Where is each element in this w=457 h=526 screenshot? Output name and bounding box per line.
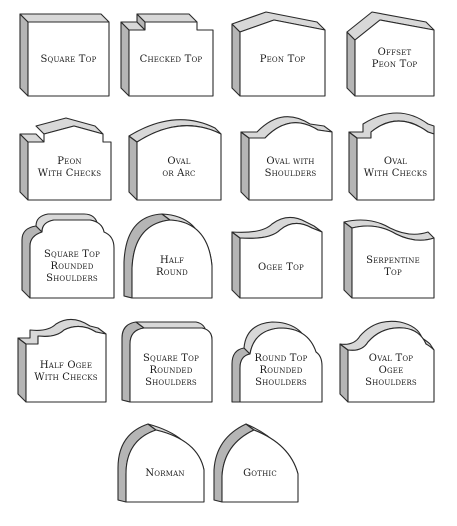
label-line: Ogee Top [258,262,304,273]
label-offset-peon-top: Offset Peon Top [355,47,434,71]
label-line: Oval [167,156,191,167]
label-line: With Checks [37,168,102,179]
label-line: Rounded [259,365,303,376]
label-line: Square Top [43,249,100,260]
label-line: Gothic [243,468,277,479]
label-line: Ogee [378,365,404,376]
label-line: Shoulders [46,273,98,284]
label-line: Peon Top [371,59,418,70]
label-ogee-top: Ogee Top [240,262,322,274]
label-line: Shoulders [365,377,417,388]
label-gothic: Gothic [222,468,298,480]
label-line: Top [384,267,402,278]
label-norman: Norman [126,468,204,480]
label-oval-with-checks: Oval With Checks [357,156,434,180]
label-line: Oval with [266,156,315,167]
label-square-top-rounded-shoulders-2: Square Top Rounded Shoulders [130,353,212,389]
label-oval-with-shoulders: Oval with Shoulders [249,156,332,180]
label-line: Oval [383,156,408,167]
label-line: Half [159,255,185,266]
label-line: Peon Top [259,54,306,65]
label-line: Oval Top [368,353,414,364]
label-line: Checked Top [139,54,203,65]
label-line: Rounded [50,261,94,272]
label-line: Peon [57,156,82,167]
label-line: or Arc [162,168,196,179]
label-square-top-rounded-shoulders-1: Square Top Rounded Shoulders [30,249,114,285]
label-serpentine-top: Serpentine Top [352,255,434,279]
label-line: Round Top [254,353,308,364]
label-line: Serpentine [366,255,420,266]
label-line: Round [156,267,188,278]
label-line: Shoulders [264,168,317,179]
label-line: Shoulders [255,377,307,388]
label-line: Rounded [149,365,193,376]
label-half-ogee-with-checks: Half Ogee With Checks [26,360,106,384]
label-checked-top: Checked Top [129,54,213,66]
label-line: Offset [377,47,412,58]
label-line: Shoulders [145,377,197,388]
label-line: Square Top [40,54,97,65]
label-half-round: Half Round [132,255,212,279]
label-peon-with-checks: Peon With Checks [28,156,111,180]
label-peon-top: Peon Top [240,54,325,66]
label-line: With Checks [363,168,428,179]
label-round-top-rounded-shoulders: Round Top Rounded Shoulders [240,353,322,389]
label-line: Norman [145,468,185,479]
label-line: With Checks [34,372,98,383]
label-oval-or-arc: Oval or Arc [137,156,221,180]
label-line: Half Ogee [39,360,93,371]
label-line: Square Top [142,353,199,364]
label-oval-top-ogee-shoulders: Oval Top Ogee Shoulders [348,353,434,389]
label-square-top: Square Top [28,54,109,66]
